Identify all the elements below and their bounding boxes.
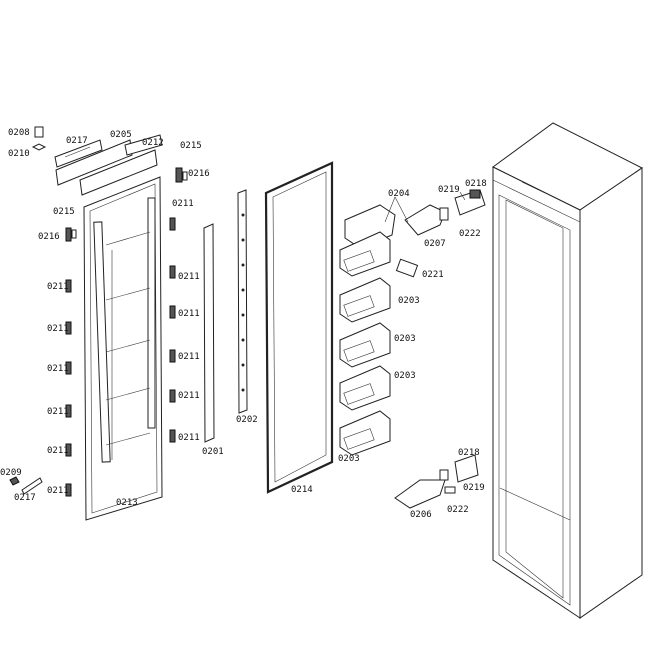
label-0201: 0201: [202, 447, 224, 457]
label-0209: 0209: [0, 468, 22, 478]
label-0219-bot: 0219: [463, 483, 485, 493]
label-0202: 0202: [236, 415, 258, 425]
door-bins: [339, 204, 419, 456]
label-0214: 0214: [291, 485, 313, 495]
label-0222-bot: 0222: [447, 505, 469, 515]
label-0210: 0210: [8, 149, 30, 159]
label-0211-l2: 0211: [47, 324, 69, 334]
label-0219-top: 0219: [438, 185, 460, 195]
label-0211-l5: 0211: [47, 446, 69, 456]
label-0203-d: 0203: [338, 454, 360, 464]
label-0211-c3: 0211: [178, 309, 200, 319]
cabinet: [492, 122, 643, 619]
label-0211-l4: 0211: [47, 407, 69, 417]
door-shelf-clips-left: [65, 279, 72, 497]
label-0211-c4: 0211: [178, 352, 200, 362]
top-left-parts: [31, 126, 163, 196]
label-0216-left: 0216: [38, 232, 60, 242]
label-0218-top: 0218: [465, 179, 487, 189]
leader-lines: [384, 191, 466, 223]
door-gasket-0214: [264, 161, 334, 494]
label-0215-top: 0215: [180, 141, 202, 151]
outer-door-panel: [83, 176, 163, 521]
label-0211-l6: 0211: [47, 486, 69, 496]
part-labels: 0208 0210 0217 0205 0212 0215 0216 0215 …: [0, 128, 487, 520]
label-0208: 0208: [8, 128, 30, 138]
door-strip-0201: [203, 223, 215, 443]
label-0218-bot: 0218: [458, 448, 480, 458]
label-0217-bot: 0217: [14, 493, 36, 503]
label-0216-top: 0216: [188, 169, 210, 179]
label-0206: 0206: [410, 510, 432, 520]
label-0211-l3: 0211: [47, 364, 69, 374]
bottom-hinge-assembly: [394, 454, 479, 509]
label-0203-c: 0203: [394, 371, 416, 381]
label-0207: 0207: [424, 239, 446, 249]
door-shelf-clips-center: [169, 217, 176, 443]
label-0203-b: 0203: [394, 334, 416, 344]
label-0213: 0213: [116, 498, 138, 508]
label-0222-top: 0222: [459, 229, 481, 239]
label-0204: 0204: [388, 189, 410, 199]
label-0203-a: 0203: [398, 296, 420, 306]
label-0212: 0212: [142, 138, 164, 148]
label-0211-c5: 0211: [178, 391, 200, 401]
label-0211-c1: 0211: [172, 199, 194, 209]
label-0211-c6: 0211: [178, 433, 200, 443]
label-0221: 0221: [422, 270, 444, 280]
label-0215-left: 0215: [53, 207, 75, 217]
label-0217-top: 0217: [66, 136, 88, 146]
bottom-left-parts: [9, 476, 43, 495]
brackets-0215-0216: [65, 167, 188, 242]
label-0205: 0205: [110, 130, 132, 140]
label-0211-l1: 0211: [47, 282, 69, 292]
label-0211-c2: 0211: [178, 272, 200, 282]
vertical-rail-0202: [237, 189, 248, 414]
